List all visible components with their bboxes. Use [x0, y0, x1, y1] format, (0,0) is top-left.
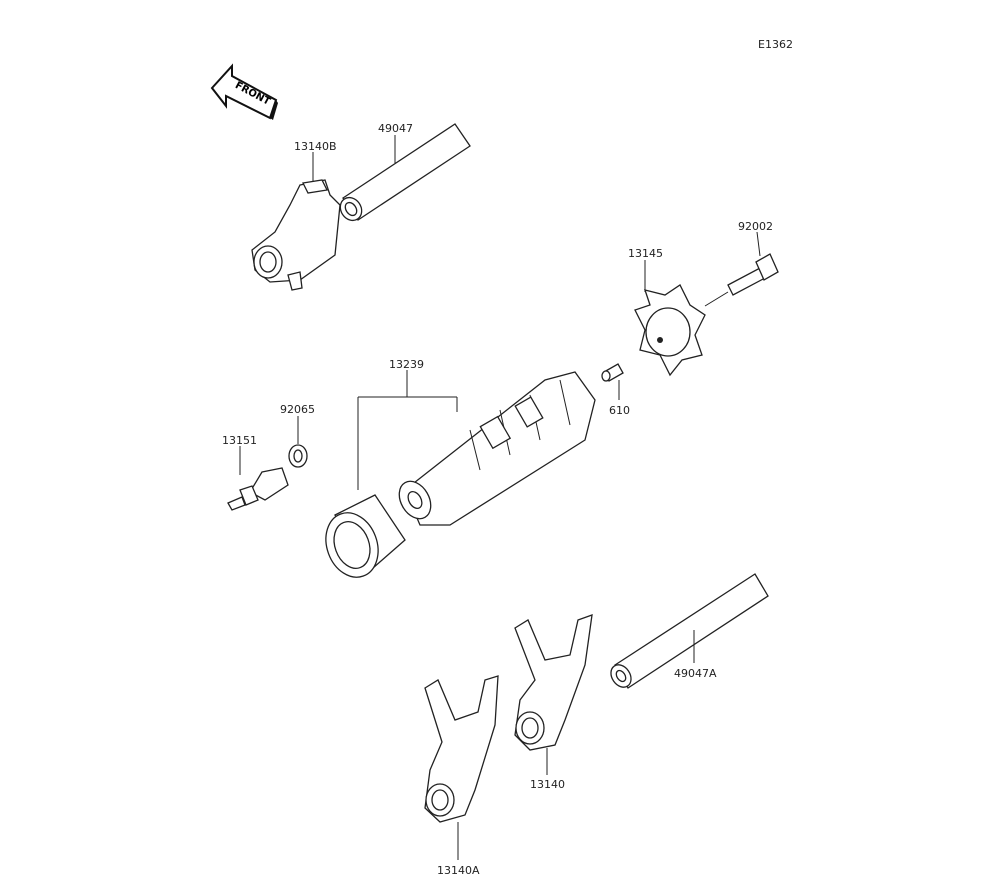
bearing[interactable] [317, 494, 406, 585]
front-arrow-icon: FRONT [210, 63, 278, 120]
label-49047: 49047 [378, 122, 413, 135]
shaft-49047[interactable] [336, 123, 471, 225]
label-13140: 13140 [530, 778, 565, 791]
shaft-49047a[interactable] [607, 573, 769, 691]
pin-610[interactable] [601, 363, 624, 382]
label-13151: 13151 [222, 434, 257, 447]
label-13145: 13145 [628, 247, 663, 260]
label-49047a: 49047A [674, 667, 717, 680]
label-13140a: 13140A [437, 864, 480, 877]
label-13239: 13239 [389, 358, 424, 371]
shift-fork-13140[interactable] [514, 614, 593, 751]
label-610: 610 [609, 404, 630, 417]
shift-drum-13239[interactable] [393, 371, 596, 526]
shift-drum-cam-13145[interactable] [634, 284, 706, 377]
shift-fork-13140a[interactable] [424, 675, 499, 823]
washer-92065[interactable] [288, 444, 308, 468]
label-92065: 92065 [280, 403, 315, 416]
diagram-code: E1362 [758, 38, 793, 51]
label-92002: 92002 [738, 220, 773, 233]
bolt-92002[interactable] [727, 253, 779, 296]
label-13140b: 13140B [294, 140, 337, 153]
shift-fork-13140b[interactable] [251, 179, 341, 291]
stopper-13151[interactable] [227, 467, 289, 511]
